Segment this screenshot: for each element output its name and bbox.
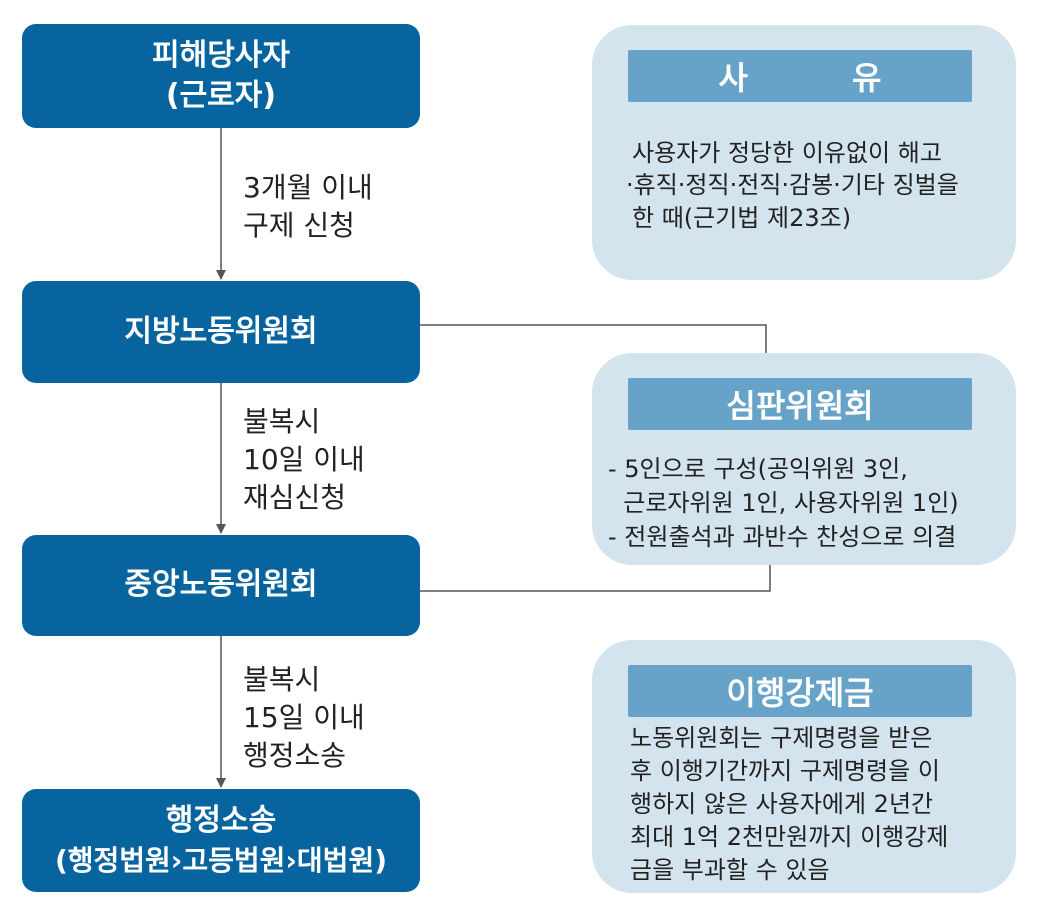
panel-committee-line-1: - 5인으로 구성(공익위원 3인, bbox=[608, 455, 908, 483]
panel-committee-line-2: 근로자위원 1인, 사용자위원 1인) bbox=[608, 489, 959, 518]
panel-committee: 심판위원회 - 5인으로 구성(공익위원 3인, 근로자위원 1인, 사용자위원… bbox=[592, 353, 1016, 565]
node-victim: 피해당사자 (근로자) bbox=[22, 24, 420, 128]
panel-committee-line-3: - 전원출석과 과반수 찬성으로 의결 bbox=[608, 523, 957, 552]
panel-reason-text: 사용자가 정당한 이유없이 해고 ·휴직·정직·전직·감봉·기타 징벌을 한 때… bbox=[626, 137, 959, 234]
panel-penalty: 이행강제금 노동위원회는 구제명령을 받은 후 이행기간까지 구제명령을 이 행… bbox=[592, 640, 1016, 893]
step-2-line-2: 10일 이내 bbox=[243, 443, 365, 477]
panel-penalty-line-4: 최대 1억 2천만원까지 이행강제 bbox=[630, 823, 949, 852]
step-label-2: 불복시 10일 이내 재심신청 bbox=[243, 403, 365, 517]
step-1-line-2: 구제 신청 bbox=[243, 209, 355, 243]
panel-penalty-line-1: 노동위원회는 구제명령을 받은 bbox=[630, 724, 933, 752]
step-3-line-1: 불복시 bbox=[243, 663, 321, 696]
panel-reason-line-2: ·휴직·정직·전직·감봉·기타 징벌을 bbox=[626, 171, 959, 200]
panel-penalty-title: 이행강제금 bbox=[628, 665, 972, 717]
step-label-3: 불복시 15일 이내 행정소송 bbox=[243, 661, 365, 775]
committee-link-lower bbox=[420, 565, 771, 592]
node-victim-line-2: (근로자) bbox=[165, 78, 277, 113]
panel-reason-title-a: 사 bbox=[718, 59, 748, 97]
step-3-line-2: 15일 이내 bbox=[243, 701, 365, 735]
panel-reason-line-3: 한 때(근기법 제23조) bbox=[632, 203, 852, 232]
step-2-line-3: 재심신청 bbox=[243, 481, 347, 515]
panel-penalty-line-2: 후 이행기간까지 구제명령을 이 bbox=[630, 757, 940, 786]
panel-reason-title: 사 유 bbox=[628, 50, 972, 102]
committee-link-upper bbox=[420, 324, 767, 353]
node-administrative-litigation: 행정소송 (행정법원›고등법원›대법원) bbox=[22, 789, 420, 892]
node-regional-commission: 지방노동위원회 bbox=[22, 281, 420, 383]
panel-committee-title: 심판위원회 bbox=[628, 378, 972, 430]
panel-penalty-line-3: 행하지 않은 사용자에게 2년간 bbox=[630, 790, 934, 819]
step-3-line-3: 행정소송 bbox=[243, 739, 347, 773]
step-label-1: 3개월 이내 구제 신청 bbox=[243, 169, 373, 245]
node-litigation-line-2: (행정법원›고등법원›대법원) bbox=[54, 843, 388, 877]
node-regional-line-1: 지방노동위원회 bbox=[124, 313, 318, 349]
panel-penalty-line-5: 금을 부과할 수 있음 bbox=[630, 856, 830, 885]
step-1-line-1: 3개월 이내 bbox=[243, 171, 373, 204]
node-litigation-line-1: 행정소송 bbox=[165, 803, 277, 839]
node-victim-line-1: 피해당사자 bbox=[152, 37, 290, 73]
panel-penalty-text: 노동위원회는 구제명령을 받은 후 이행기간까지 구제명령을 이 행하지 않은 … bbox=[630, 722, 948, 888]
panel-reason-line-1: 사용자가 정당한 이유없이 해고 bbox=[632, 139, 942, 167]
node-central-line-1: 중앙노동위원회 bbox=[124, 567, 318, 603]
step-2-line-1: 불복시 bbox=[243, 405, 321, 438]
panel-reason: 사 유 사용자가 정당한 이유없이 해고 ·휴직·정직·전직·감봉·기타 징벌을… bbox=[592, 25, 1016, 280]
panel-reason-title-b: 유 bbox=[852, 59, 882, 97]
node-central-commission: 중앙노동위원회 bbox=[22, 535, 420, 636]
panel-committee-text: - 5인으로 구성(공익위원 3인, 근로자위원 1인, 사용자위원 1인) -… bbox=[608, 452, 959, 554]
